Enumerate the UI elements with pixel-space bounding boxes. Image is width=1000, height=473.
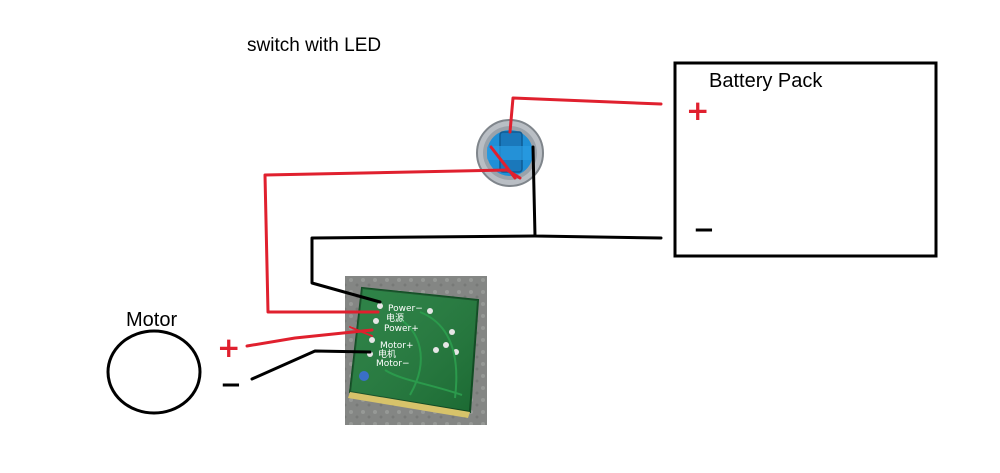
motor-plus-sign: +	[217, 331, 240, 364]
board-label-power-cn: 电源	[386, 312, 404, 324]
pad-motor-plus	[369, 337, 375, 343]
pad-power-minus	[377, 303, 383, 309]
board-label-power-plus: Power+	[384, 324, 419, 334]
wire-motor-minus	[250, 349, 372, 381]
pad-power-plus	[373, 318, 379, 324]
motor-minus-sign: −	[220, 370, 242, 400]
motor-circle-icon	[106, 329, 202, 415]
motor-controller-pcb-icon: Power− 电源 Power+ Motor+ 电机 Motor−	[345, 276, 487, 425]
switch-label: switch with LED	[247, 35, 381, 56]
motor-label: Motor	[126, 309, 177, 331]
wire-to-power-minus	[310, 234, 537, 304]
battery-pack-label: Battery Pack	[709, 70, 823, 92]
board-label-motor-plus: Motor+	[380, 341, 414, 351]
wire-motor-plus	[245, 328, 374, 348]
wire-switch-internal	[489, 145, 517, 180]
wire-battery-minus	[531, 145, 663, 240]
positive-wires	[245, 96, 663, 348]
wire-battery-plus-to-switch	[508, 96, 663, 134]
board-label-power-minus: Power−	[388, 304, 423, 314]
negative-wires	[250, 145, 663, 381]
board-label-motor-cn: 电机	[378, 348, 396, 360]
battery-plus-sign: +	[686, 94, 709, 127]
board-label-motor-minus: Motor−	[376, 359, 410, 369]
battery-pack-box	[673, 61, 938, 258]
battery-minus-sign: −	[693, 215, 715, 245]
